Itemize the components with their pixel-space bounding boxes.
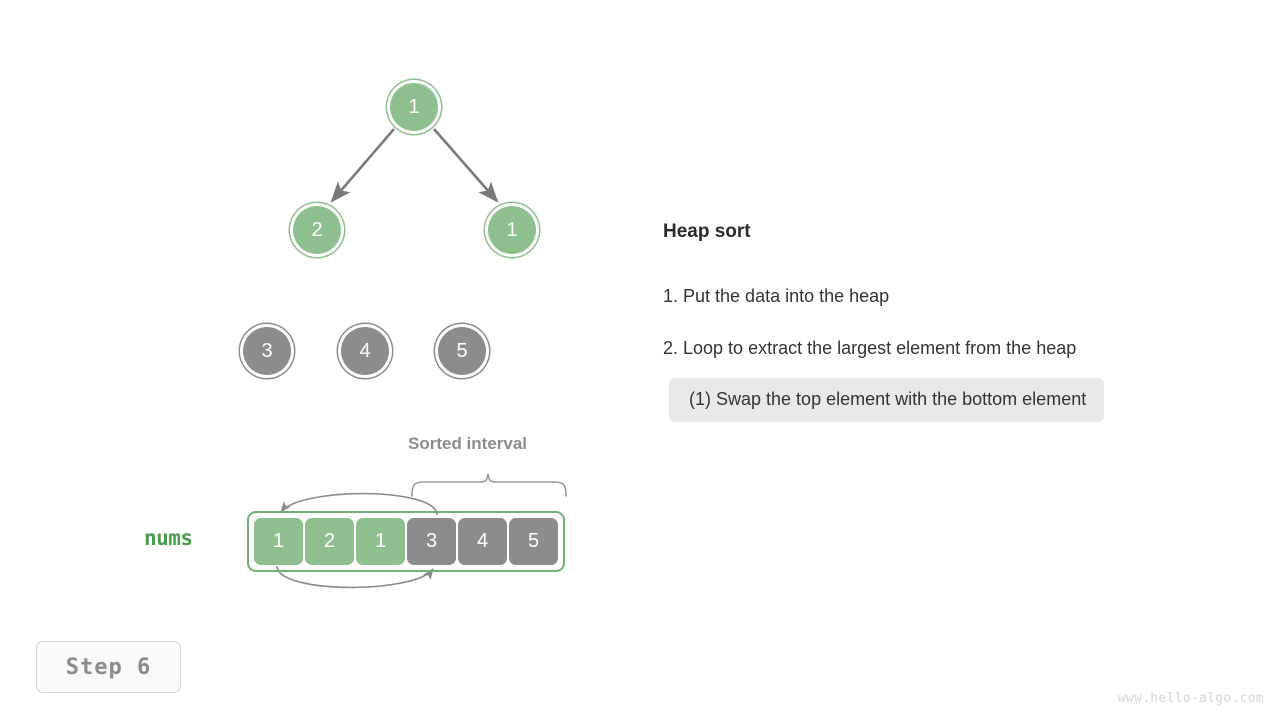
array-cell[interactable]: 1	[356, 518, 405, 565]
array-cell[interactable]: 5	[509, 518, 558, 565]
illustration-panel: 1 2 1 3 4 5 Sorted interval nums 1 2 1	[0, 0, 640, 693]
array-cell[interactable]: 2	[305, 518, 354, 565]
watermark: www.hello-algo.com	[1117, 691, 1264, 706]
step-badge-label: Step 6	[65, 654, 152, 680]
tree-node-value: 4	[359, 340, 371, 362]
array-cell-value: 5	[527, 530, 540, 552]
tree-node-value: 1	[408, 96, 420, 118]
panel-step-2: 2. Loop to extract the largest element f…	[663, 338, 1077, 358]
array-cell[interactable]: 3	[407, 518, 456, 565]
array-cell-value: 3	[425, 530, 438, 552]
array-cell-value: 1	[272, 530, 285, 552]
tree-node-right-child[interactable]: 1	[488, 206, 536, 254]
array-cell-value: 4	[476, 530, 489, 552]
array-cell[interactable]: 1	[254, 518, 303, 565]
panel-substep-highlight: (1) Swap the top element with the bottom…	[669, 378, 1105, 422]
tree-node-value: 5	[456, 340, 468, 362]
array-cell-value: 2	[323, 530, 336, 552]
array-container: 1 2 1 3 4 5	[247, 511, 565, 572]
explanation-panel: Heap sort 1. Put the data into the heap …	[663, 0, 1263, 720]
panel-title: Heap sort	[663, 221, 751, 242]
sorted-interval-brace	[411, 473, 567, 497]
tree-node-detached-3[interactable]: 5	[438, 327, 486, 375]
sorted-interval-label: Sorted interval	[408, 434, 528, 453]
tree-nodes-layer: 1 2 1 3 4 5	[0, 0, 640, 420]
array-cell[interactable]: 4	[458, 518, 507, 565]
array-name-label: nums	[144, 526, 193, 550]
tree-node-left-child[interactable]: 2	[293, 206, 341, 254]
panel-step-1: 1. Put the data into the heap	[663, 286, 890, 306]
tree-node-root[interactable]: 1	[390, 83, 438, 131]
tree-node-value: 1	[506, 219, 518, 241]
tree-node-detached-1[interactable]: 3	[243, 327, 291, 375]
tree-node-detached-2[interactable]: 4	[341, 327, 389, 375]
tree-node-value: 2	[311, 219, 323, 241]
array-cell-value: 1	[374, 530, 387, 552]
tree-node-value: 3	[261, 340, 273, 362]
step-badge: Step 6	[36, 641, 181, 693]
